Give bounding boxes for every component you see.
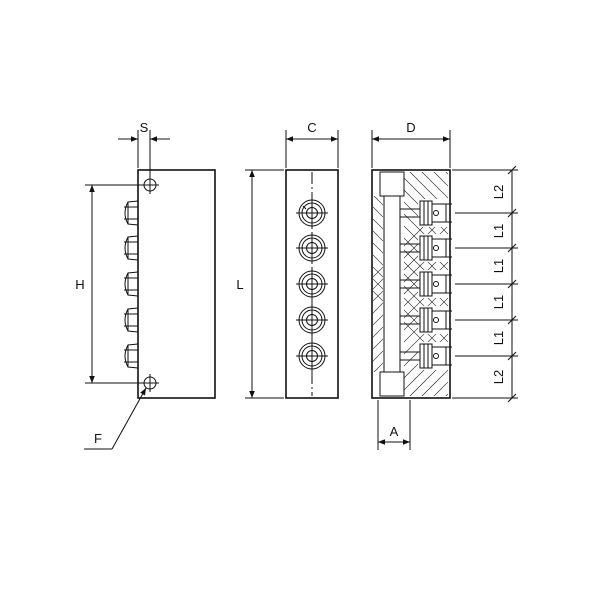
front-port xyxy=(296,232,328,264)
dimension-c: C xyxy=(285,120,339,168)
front-port xyxy=(296,304,328,336)
label-l1-4: L1 xyxy=(491,331,506,345)
end-plug-top xyxy=(379,171,405,197)
dimension-l: L xyxy=(236,169,284,399)
front-port xyxy=(296,340,328,372)
section-fitting xyxy=(399,199,452,227)
label-h: H xyxy=(75,277,84,292)
label-l1-1: L1 xyxy=(491,224,506,238)
label-l1-2: L1 xyxy=(491,259,506,273)
leader-f: F xyxy=(84,387,147,450)
front-view: C L xyxy=(236,120,339,399)
label-s: S xyxy=(140,120,149,135)
label-a: A xyxy=(390,424,399,439)
label-l: L xyxy=(236,277,243,292)
side-fitting xyxy=(124,307,139,333)
section-view: D A L2 L1 L1 L1 L1 L2 xyxy=(371,120,518,450)
side-fitting xyxy=(124,271,139,297)
internal-channel xyxy=(383,195,401,373)
label-l2-bottom: L2 xyxy=(491,370,506,384)
section-fitting xyxy=(399,270,452,298)
label-l2-top: L2 xyxy=(491,185,506,199)
front-ports xyxy=(296,197,328,372)
section-fitting xyxy=(399,306,452,334)
side-view: S H F xyxy=(75,120,216,450)
side-view-body xyxy=(137,169,216,399)
dimension-s: S xyxy=(118,120,170,178)
dimension-a: A xyxy=(377,400,411,450)
section-fitting xyxy=(399,234,452,262)
front-view-body xyxy=(285,169,339,399)
front-port xyxy=(296,197,328,229)
end-plug-bottom xyxy=(379,371,405,397)
front-port xyxy=(296,268,328,300)
section-fitting xyxy=(399,342,452,370)
section-fittings xyxy=(399,199,452,370)
side-fitting xyxy=(124,343,139,369)
side-fittings xyxy=(124,200,139,369)
side-fitting xyxy=(124,235,139,261)
dimension-h: H xyxy=(75,184,145,384)
label-d: D xyxy=(406,120,415,135)
dimension-d: D xyxy=(371,120,451,168)
chain-dimensions: L2 L1 L1 L1 L1 L2 xyxy=(452,165,518,403)
side-fitting xyxy=(124,200,139,226)
section-view-body xyxy=(371,169,451,399)
label-l1-3: L1 xyxy=(491,295,506,309)
label-c: C xyxy=(307,120,316,135)
label-f: F xyxy=(94,431,102,446)
